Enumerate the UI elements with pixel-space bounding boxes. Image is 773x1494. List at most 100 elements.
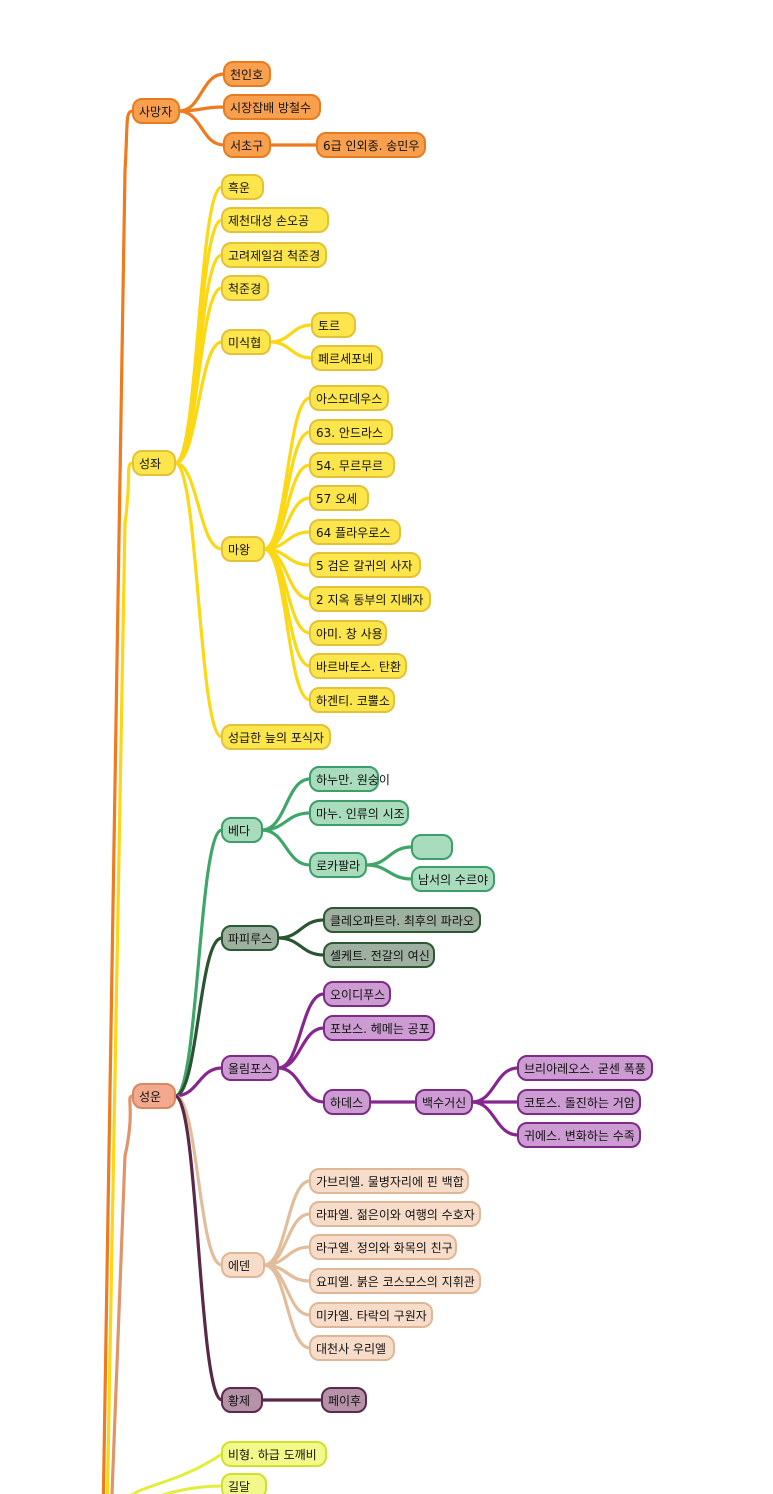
- node-hanuman-box: [309, 766, 379, 792]
- node-gyges[interactable]: 귀에스. 변화하는 수족: [517, 1122, 641, 1148]
- connector-seongun-olympus: [173, 1066, 224, 1098]
- node-olympus[interactable]: 올림포스: [221, 1055, 279, 1081]
- node-eden-label: 에덴: [228, 1259, 250, 1273]
- node-jophiel[interactable]: 요피엘. 붉은 코스모스의 지휘관: [309, 1268, 481, 1294]
- node-jecheon[interactable]: 제천대성 손오공: [221, 207, 329, 233]
- node-seonggeup[interactable]: 성급한 늪의 포식자: [221, 724, 331, 750]
- connector-olympus-phobos: [276, 1026, 326, 1070]
- node-bihyeong-label: 비형. 하급 도깨비: [228, 1448, 317, 1462]
- node-phobos[interactable]: 포보스. 헤메는 공포: [323, 1015, 435, 1041]
- node-olympus-box: [221, 1055, 279, 1081]
- node-baeksu[interactable]: 백수거신: [415, 1089, 473, 1115]
- node-briareos[interactable]: 브리아레오스. 굳센 폭풍: [517, 1055, 653, 1081]
- node-hanuman[interactable]: 하누만. 원숭이: [309, 766, 390, 792]
- node-eden-box: [221, 1252, 265, 1278]
- node-gyges-box: [517, 1122, 641, 1148]
- connector-seongun-papyrus: [173, 936, 224, 1098]
- node-kottos[interactable]: 코토스. 돌진하는 거암: [517, 1089, 641, 1115]
- node-uriel[interactable]: 대천사 우리엘: [309, 1335, 395, 1361]
- node-sijang[interactable]: 시장잡배 방철수: [223, 94, 321, 120]
- node-jiok[interactable]: 2 지옥 동부의 지배자: [309, 586, 431, 612]
- node-hades-label: 하데스: [330, 1096, 363, 1110]
- node-cheoninho[interactable]: 천인호: [223, 61, 271, 87]
- node-persephone[interactable]: 페르세포네: [311, 345, 383, 371]
- node-seongjwa-box: [132, 450, 176, 476]
- connector-baeksu-briareos: [470, 1066, 520, 1104]
- node-namseo[interactable]: 남서의 수르야: [411, 866, 495, 892]
- node-samangja[interactable]: 사망자: [132, 98, 180, 124]
- node-seongjwa-label: 성좌: [139, 457, 161, 471]
- node-seocho-box: [223, 132, 271, 158]
- node-andras[interactable]: 63. 안드라스: [309, 419, 393, 445]
- node-sijang-box: [223, 94, 321, 120]
- node-geomeun[interactable]: 5 검은 갈귀의 사자: [309, 552, 421, 578]
- node-goryeo[interactable]: 고려제일검 척준경: [221, 242, 327, 268]
- node-veda-label: 베다: [228, 824, 250, 838]
- node-olympus-label: 올림포스: [228, 1062, 272, 1076]
- node-cleopatra[interactable]: 클레오파트라. 최후의 파라오: [323, 907, 481, 933]
- node-mawang-label: 마왕: [228, 543, 250, 557]
- node-heugun[interactable]: 흑운: [221, 174, 264, 200]
- node-papyrus[interactable]: 파피루스: [221, 925, 279, 951]
- trunk-connector-samangja: [101, 109, 135, 1494]
- node-gabriel-box: [309, 1168, 469, 1194]
- node-gabriel[interactable]: 가브리엘. 물병자리에 핀 백합: [309, 1168, 469, 1194]
- node-asmodeus[interactable]: 아스모데우스: [309, 385, 389, 411]
- node-tor[interactable]: 토르: [311, 312, 356, 338]
- connector-seongjwa-misikhyeop: [173, 340, 224, 465]
- node-gyges-label: 귀에스. 변화하는 수족: [524, 1129, 635, 1143]
- node-ose-label: 57 오세: [316, 492, 357, 506]
- node-ose[interactable]: 57 오세: [309, 485, 369, 511]
- node-cheokjun[interactable]: 척준경: [221, 275, 269, 301]
- node-grade6[interactable]: 6급 인외종. 송민우: [316, 132, 426, 158]
- node-raguel-box: [309, 1234, 457, 1260]
- node-peiho-label: 페이후: [328, 1394, 361, 1408]
- connector-seongjwa-seonggeup: [173, 461, 224, 739]
- node-raphael-box: [309, 1201, 481, 1227]
- node-gildal[interactable]: 길달: [221, 1473, 267, 1494]
- node-seket-box: [323, 942, 435, 968]
- node-barbatos[interactable]: 바르바토스. 탄환: [309, 653, 407, 679]
- connector-seongun-hwangje: [173, 1094, 224, 1402]
- node-mawang-box: [221, 536, 265, 562]
- node-raphael[interactable]: 라파엘. 젊은이와 여행의 수호자: [309, 1201, 481, 1227]
- node-hades[interactable]: 하데스: [323, 1089, 371, 1115]
- node-michael[interactable]: 미카엘. 타락의 구원자: [309, 1302, 433, 1328]
- node-seongun[interactable]: 성운: [132, 1083, 176, 1109]
- node-ami[interactable]: 아미. 창 사용: [309, 620, 387, 646]
- node-cheoninho-label: 천인호: [230, 67, 263, 82]
- node-veda[interactable]: 베다: [221, 817, 263, 843]
- node-heugun-label: 흑운: [228, 181, 250, 195]
- node-hagenti[interactable]: 하겐티. 코뿔소: [309, 687, 395, 713]
- connector-samangja-seocho: [177, 109, 226, 147]
- node-bihyeong[interactable]: 비형. 하급 도깨비: [221, 1441, 327, 1467]
- node-mawang[interactable]: 마왕: [221, 536, 265, 562]
- node-lokapala[interactable]: 로카팔라: [309, 852, 367, 878]
- node-hwangje-box: [221, 1387, 263, 1413]
- node-ose-box: [309, 485, 369, 511]
- node-hagenti-box: [309, 687, 395, 713]
- node-peiho[interactable]: 페이후: [321, 1387, 367, 1413]
- node-eden[interactable]: 에덴: [221, 1252, 265, 1278]
- node-seocho[interactable]: 서초구: [223, 132, 271, 158]
- node-bihyeong-box: [221, 1441, 327, 1467]
- node-hwangje[interactable]: 황제: [221, 1387, 263, 1413]
- connector-papyrus-seket: [276, 936, 326, 957]
- node-seocho-label: 서초구: [230, 139, 263, 153]
- node-barbatos-label: 바르바토스. 탄환: [316, 660, 401, 674]
- node-ami-box: [309, 620, 387, 646]
- node-seket[interactable]: 셀케트. 전갈의 여신: [323, 942, 435, 968]
- node-manu[interactable]: 마누. 인류의 시조: [309, 800, 409, 826]
- node-flauros[interactable]: 64 플라우로스: [309, 519, 401, 545]
- node-cheokjun-box: [221, 275, 269, 301]
- node-murmur[interactable]: 54. 무르무르: [309, 452, 395, 478]
- node-oedipus[interactable]: 오이디푸스: [323, 981, 391, 1007]
- node-blank[interactable]: [411, 834, 453, 860]
- node-persephone-label: 페르세포네: [318, 352, 373, 366]
- connector-eden-uriel: [262, 1263, 312, 1350]
- node-gabriel-label: 가브리엘. 물병자리에 핀 백합: [316, 1175, 464, 1189]
- node-raguel[interactable]: 라구엘. 정의와 화목의 친구: [309, 1234, 457, 1260]
- node-misikhyeop[interactable]: 미식협: [221, 329, 271, 355]
- node-seongjwa[interactable]: 성좌: [132, 450, 176, 476]
